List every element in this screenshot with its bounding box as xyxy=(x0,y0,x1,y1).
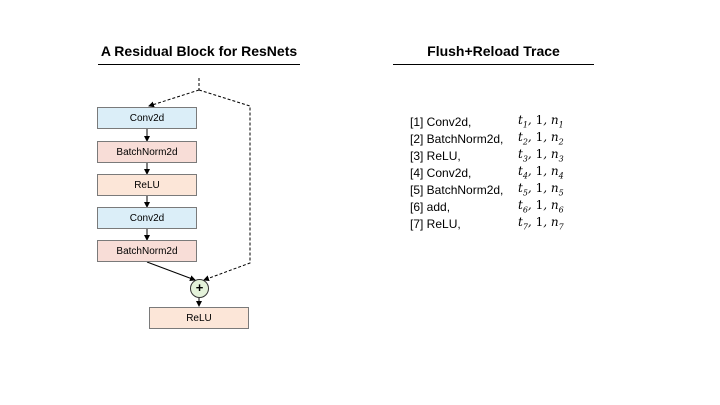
trace-row: [3] ReLU, t3, 1, n3 xyxy=(410,147,564,164)
trace-title: Flush+Reload Trace xyxy=(393,43,594,65)
trace-args: t3, 1, n3 xyxy=(518,147,564,164)
add-node: + xyxy=(190,279,209,298)
trace-args: t4, 1, n4 xyxy=(518,164,564,181)
conv2d-block-1: Conv2d xyxy=(97,107,197,129)
trace-args: t1, 1, n1 xyxy=(518,113,564,130)
trace-row: [5] BatchNorm2d, t5, 1, n5 xyxy=(410,181,564,198)
trace-row: [1] Conv2d, t1, 1, n1 xyxy=(410,113,564,130)
trace-op: [1] Conv2d, xyxy=(410,114,472,129)
trace-op: [5] BatchNorm2d, xyxy=(410,182,504,197)
trace-op: [4] Conv2d, xyxy=(410,165,472,180)
residual-block-title: A Residual Block for ResNets xyxy=(98,43,300,65)
trace-list: [1] Conv2d, t1, 1, n1 [2] BatchNorm2d, t… xyxy=(410,113,564,232)
trace-row: [7] ReLU, t7, 1, n7 xyxy=(410,215,564,232)
trace-op: [2] BatchNorm2d, xyxy=(410,131,504,146)
trace-op: [6] add, xyxy=(410,199,451,214)
skip-connection xyxy=(198,89,251,282)
trace-args: t2, 1, n2 xyxy=(518,130,564,147)
conv2d-block-2: Conv2d xyxy=(97,207,197,229)
trace-args: t5, 1, n5 xyxy=(518,181,564,198)
relu-output-block: ReLU xyxy=(149,307,249,329)
trace-row: [6] add, t6, 1, n6 xyxy=(410,198,564,215)
input-to-conv-line xyxy=(148,89,200,108)
arrow-to-add xyxy=(146,261,196,282)
batchnorm2d-block-1: BatchNorm2d xyxy=(97,141,197,163)
trace-args: t7, 1, n7 xyxy=(518,215,564,232)
trace-row: [2] BatchNorm2d, t2, 1, n2 xyxy=(410,130,564,147)
trace-args: t6, 1, n6 xyxy=(518,198,564,215)
trace-op: [3] ReLU, xyxy=(410,148,461,163)
trace-row: [4] Conv2d, t4, 1, n4 xyxy=(410,164,564,181)
batchnorm2d-block-2: BatchNorm2d xyxy=(97,240,197,262)
relu-block-1: ReLU xyxy=(97,174,197,196)
trace-op: [7] ReLU, xyxy=(410,216,461,231)
